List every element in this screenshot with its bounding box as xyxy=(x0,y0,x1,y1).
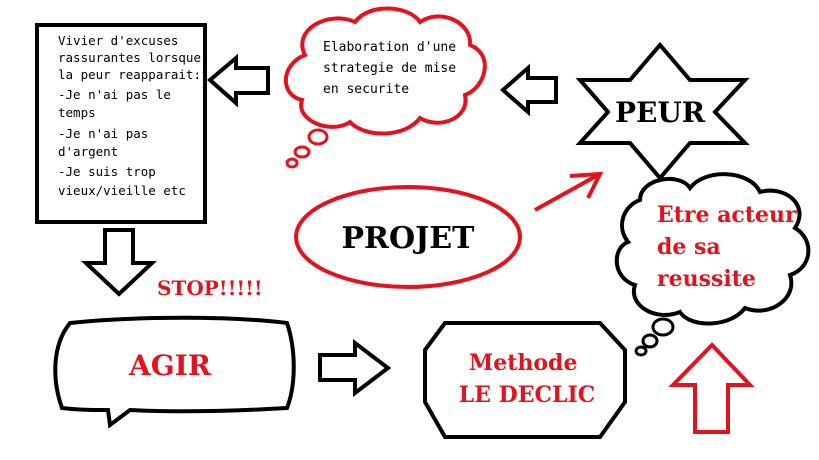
projet-node: PROJET xyxy=(294,185,522,289)
arrow-right-to-methode xyxy=(318,338,392,398)
projet-ellipse xyxy=(294,185,522,289)
peur-label: PEUR xyxy=(615,96,706,129)
stop-label: STOP!!!!! xyxy=(157,276,263,300)
thought-bubble-dot xyxy=(307,128,329,146)
agir-node: AGIR xyxy=(53,315,296,429)
agir-label: AGIR xyxy=(128,349,212,382)
excuses-line: d'argent xyxy=(58,144,118,159)
acteur-cloud-body xyxy=(614,172,811,326)
arrow-up-to-acteur xyxy=(668,342,755,434)
methode-node: Methode LE DECLIC xyxy=(423,321,627,439)
methode-text: Methode LE DECLIC xyxy=(459,350,596,408)
acteur-text: Etre acteur de sa reussite xyxy=(657,202,804,292)
acteur-bubble-dot xyxy=(651,317,675,337)
excuses-line: rassurantes lorsque xyxy=(58,50,201,65)
acteur-bubble-dot xyxy=(634,345,648,357)
arrow-projet-to-peur xyxy=(534,171,604,212)
excuses-box: Vivier d'excuses rassurantes lorsque la … xyxy=(35,23,209,224)
acteur-bubble-dot xyxy=(641,333,659,349)
arrow-down-to-agir xyxy=(80,228,158,297)
strategy-line: strategie de mise xyxy=(323,61,456,76)
excuses-text: Vivier d'excuses rassurantes lorsque la … xyxy=(58,33,209,198)
thought-bubble-dot xyxy=(285,157,299,169)
arrow-line xyxy=(534,173,599,212)
thought-cloud-strategy: Elaboration d'une strategie de mise en s… xyxy=(283,6,487,169)
excuses-line: -Je n'ai pas xyxy=(58,126,148,141)
arrow-head xyxy=(569,171,604,199)
acteur-line: reussite xyxy=(657,266,756,292)
thought-bubble-dot xyxy=(293,145,311,159)
arrow-left-to-excuses xyxy=(206,53,270,108)
thought-cloud-acteur: Etre acteur de sa reussite xyxy=(614,172,811,357)
strategy-line: en securite xyxy=(323,82,409,97)
excuses-line: la peur reapparait: xyxy=(58,67,201,82)
arrow-left-to-strategy xyxy=(499,63,558,117)
thought-cloud-body xyxy=(283,6,487,136)
excuses-line: -Je n'ai pas le xyxy=(58,87,171,102)
agir-box xyxy=(53,315,296,429)
excuses-line: temps xyxy=(58,105,96,120)
acteur-line: de sa xyxy=(657,234,721,260)
methode-line: Methode xyxy=(469,350,578,376)
methode-line: LE DECLIC xyxy=(459,382,596,408)
strategy-text: Elaboration d'une strategie de mise en s… xyxy=(323,40,464,97)
projet-label: PROJET xyxy=(341,221,475,256)
excuses-line: -Je suis trop xyxy=(58,164,156,179)
excuses-line: vieux/vieille etc xyxy=(58,183,186,198)
strategy-line: Elaboration d'une xyxy=(323,40,456,55)
excuses-line: Vivier d'excuses xyxy=(58,33,178,48)
peur-star: PEUR xyxy=(575,41,750,182)
peur-star-shape xyxy=(575,41,750,182)
excuses-box-frame xyxy=(35,23,207,224)
acteur-line: Etre acteur xyxy=(657,202,797,228)
methode-hexagon xyxy=(423,321,627,439)
